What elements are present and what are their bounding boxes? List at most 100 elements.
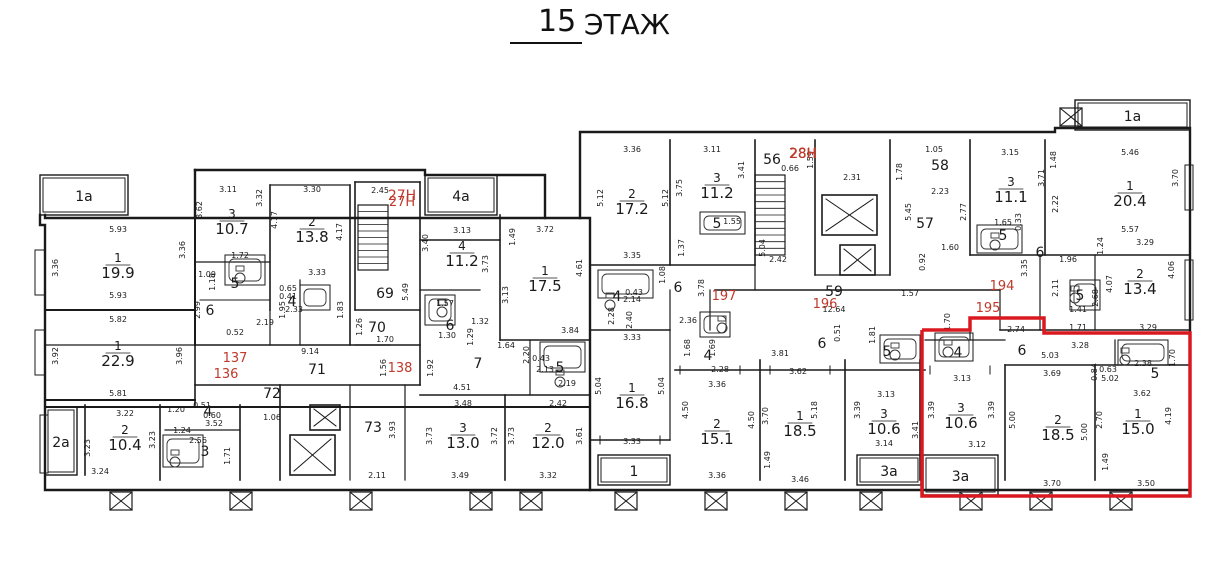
side-window-1 bbox=[34, 329, 46, 376]
dim-41-1: 3.70 bbox=[761, 407, 770, 425]
dim-21-2: 1.64 bbox=[497, 341, 515, 350]
dim-56-0: 3.69 bbox=[1043, 369, 1061, 378]
wc-2-tank bbox=[437, 299, 447, 306]
bottom-window-5-x2 bbox=[614, 491, 638, 511]
dim-53-1: 5.03 bbox=[1041, 351, 1059, 360]
lift-c-x2 bbox=[825, 198, 874, 232]
dim-35-2: 2.23 bbox=[931, 187, 949, 196]
dim-14-0: 5.49 bbox=[401, 283, 410, 301]
dim-21-1: 4.51 bbox=[453, 383, 471, 392]
dim-58-1: 2.70 bbox=[1095, 411, 1104, 429]
room-area-41: 18.5 bbox=[783, 422, 816, 440]
wc-5 bbox=[716, 322, 728, 334]
dim-9-2: 4.17 bbox=[335, 223, 344, 241]
room-id-40: 2 bbox=[713, 417, 721, 431]
dim-2-3: 5.81 bbox=[109, 389, 127, 398]
wc-10-tank bbox=[990, 232, 1000, 239]
room-id-12: 4 bbox=[288, 294, 297, 310]
wc-3 bbox=[554, 376, 566, 388]
dim-15-1: 1.70 bbox=[376, 335, 394, 344]
dim-8-1: 3.62 bbox=[195, 201, 204, 219]
bath-7 bbox=[699, 311, 731, 338]
dim-49-2: 3.35 bbox=[1020, 259, 1029, 277]
dim-6-2: 0.51 bbox=[193, 401, 211, 410]
room-area-46: 20.4 bbox=[1113, 192, 1146, 210]
dim-57-1: 1.70 bbox=[1168, 349, 1177, 367]
wc-0 bbox=[169, 456, 181, 468]
dim-20-0: 1.57 bbox=[436, 299, 454, 308]
side-window-2 bbox=[39, 414, 49, 474]
dim-53-0: 2.74 bbox=[1007, 325, 1025, 334]
floor-underline bbox=[510, 42, 582, 44]
dim-36-1: 5.45 bbox=[904, 203, 913, 221]
dim-50-0: 2.68 bbox=[1091, 289, 1100, 307]
bath-10 bbox=[1069, 279, 1101, 311]
dim-29-1: 5.04 bbox=[594, 377, 603, 395]
room-id-48: 5 bbox=[999, 228, 1008, 244]
room-id-5: 3 bbox=[201, 444, 210, 460]
dim-11-0: 2.99 bbox=[193, 301, 202, 319]
dim-57-4: 5.02 bbox=[1101, 374, 1119, 383]
dim-17-1: 2.11 bbox=[368, 471, 386, 480]
dim-58-4: 3.50 bbox=[1137, 479, 1155, 488]
bath-12 bbox=[976, 224, 1023, 254]
bath-12-tub bbox=[980, 228, 1019, 250]
balcony-3a-mid-inner bbox=[859, 457, 919, 483]
room-area-51: 13.4 bbox=[1123, 280, 1156, 298]
room-area-22: 13.0 bbox=[446, 434, 479, 452]
balcony-2a-label: 2a bbox=[52, 435, 70, 451]
wc-1 bbox=[234, 272, 246, 284]
dim-12-3: 0.41 bbox=[279, 292, 297, 301]
room-id-37: 59 bbox=[825, 284, 843, 300]
bath-5-tub bbox=[543, 345, 582, 369]
bottom-window-6 bbox=[704, 491, 728, 511]
wc-4-tank bbox=[605, 292, 615, 299]
dim-48-0: 1.65 bbox=[994, 218, 1012, 227]
outer-wall bbox=[38, 213, 592, 492]
room-id-13: 27Н bbox=[388, 188, 416, 204]
room-area-29: 16.8 bbox=[615, 394, 648, 412]
selected-apartment-outline bbox=[920, 316, 1192, 498]
room-id-39: 4 bbox=[704, 348, 713, 364]
balcony-1a-right bbox=[1074, 99, 1191, 131]
room-id-38: 6 bbox=[818, 336, 827, 352]
dim-54-2: 3.39 bbox=[987, 401, 996, 419]
bottom-window-7-x2 bbox=[784, 491, 808, 511]
bath-13-tub bbox=[703, 215, 742, 231]
dim-42-3: 3.14 bbox=[875, 439, 893, 448]
dim-2-1: 3.92 bbox=[51, 347, 60, 365]
bath-1 bbox=[224, 254, 266, 286]
bath-7-tub bbox=[703, 315, 727, 334]
dim-54-0: 3.13 bbox=[953, 374, 971, 383]
lift-b bbox=[309, 404, 341, 431]
dim-37-0: 12.64 bbox=[823, 305, 846, 314]
room-id-57: 5 bbox=[1151, 366, 1160, 382]
dim-8-0: 3.11 bbox=[219, 185, 237, 194]
side-window-0 bbox=[34, 249, 46, 296]
unit-number-5: 194 bbox=[990, 279, 1015, 294]
dim-58-0: 3.62 bbox=[1133, 389, 1151, 398]
fixtures bbox=[166, 215, 1165, 468]
bath-3-tub bbox=[303, 288, 327, 307]
dim-54-3: 3.12 bbox=[968, 440, 986, 449]
bottom-window-4 bbox=[519, 491, 543, 511]
dim-37-1: 1.57 bbox=[901, 289, 919, 298]
room-id-42: 3 bbox=[880, 407, 888, 421]
dim-6-0: 1.20 bbox=[167, 405, 185, 414]
bath-4-tub bbox=[428, 298, 452, 322]
room-area-8: 10.7 bbox=[215, 220, 248, 238]
dim-36-3: 0.92 bbox=[918, 253, 927, 271]
unit-number-6: 137 bbox=[223, 351, 248, 366]
side-window-3 bbox=[1184, 164, 1194, 211]
dim-23-0: 3.73 bbox=[507, 427, 516, 445]
bottom-window-3 bbox=[469, 491, 493, 511]
bottom-window-6-x2 bbox=[704, 491, 728, 511]
dim-45-1: 3.71 bbox=[1037, 169, 1046, 187]
room-id-50: 5 bbox=[1076, 288, 1085, 304]
dim-1-0: 5.93 bbox=[109, 225, 127, 234]
dim-36-2: 2.77 bbox=[959, 203, 968, 221]
unit-number-7: 136 bbox=[214, 367, 239, 382]
dim-1-3: 5.93 bbox=[109, 291, 127, 300]
balcony-1a-left-label: 1a bbox=[75, 189, 93, 205]
lift-a bbox=[289, 434, 336, 476]
